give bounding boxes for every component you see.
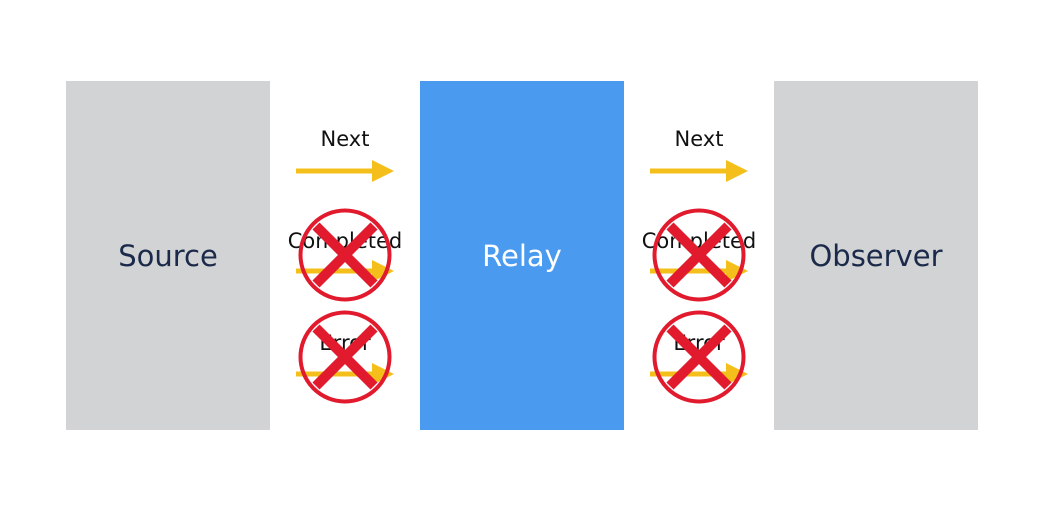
next-event-label: Next: [674, 127, 724, 151]
prohibited-icon: [298, 208, 392, 302]
arrow-right-icon: [296, 160, 394, 182]
prohibited-icon: [652, 208, 746, 302]
source-to-relay-channel: Next Completed Error: [270, 0, 420, 508]
relay-to-observer-channel: Next Completed Error: [624, 0, 774, 508]
relay-label: Relay: [482, 238, 562, 273]
source-label: Source: [118, 238, 218, 273]
relay-node: Relay: [420, 81, 624, 430]
prohibited-icon: [652, 310, 746, 404]
prohibited-icon: [298, 310, 392, 404]
source-node: Source: [66, 81, 270, 430]
next-event-label: Next: [320, 127, 370, 151]
observer-node: Observer: [774, 81, 978, 430]
arrow-right-icon: [650, 160, 748, 182]
observer-label: Observer: [809, 238, 943, 273]
